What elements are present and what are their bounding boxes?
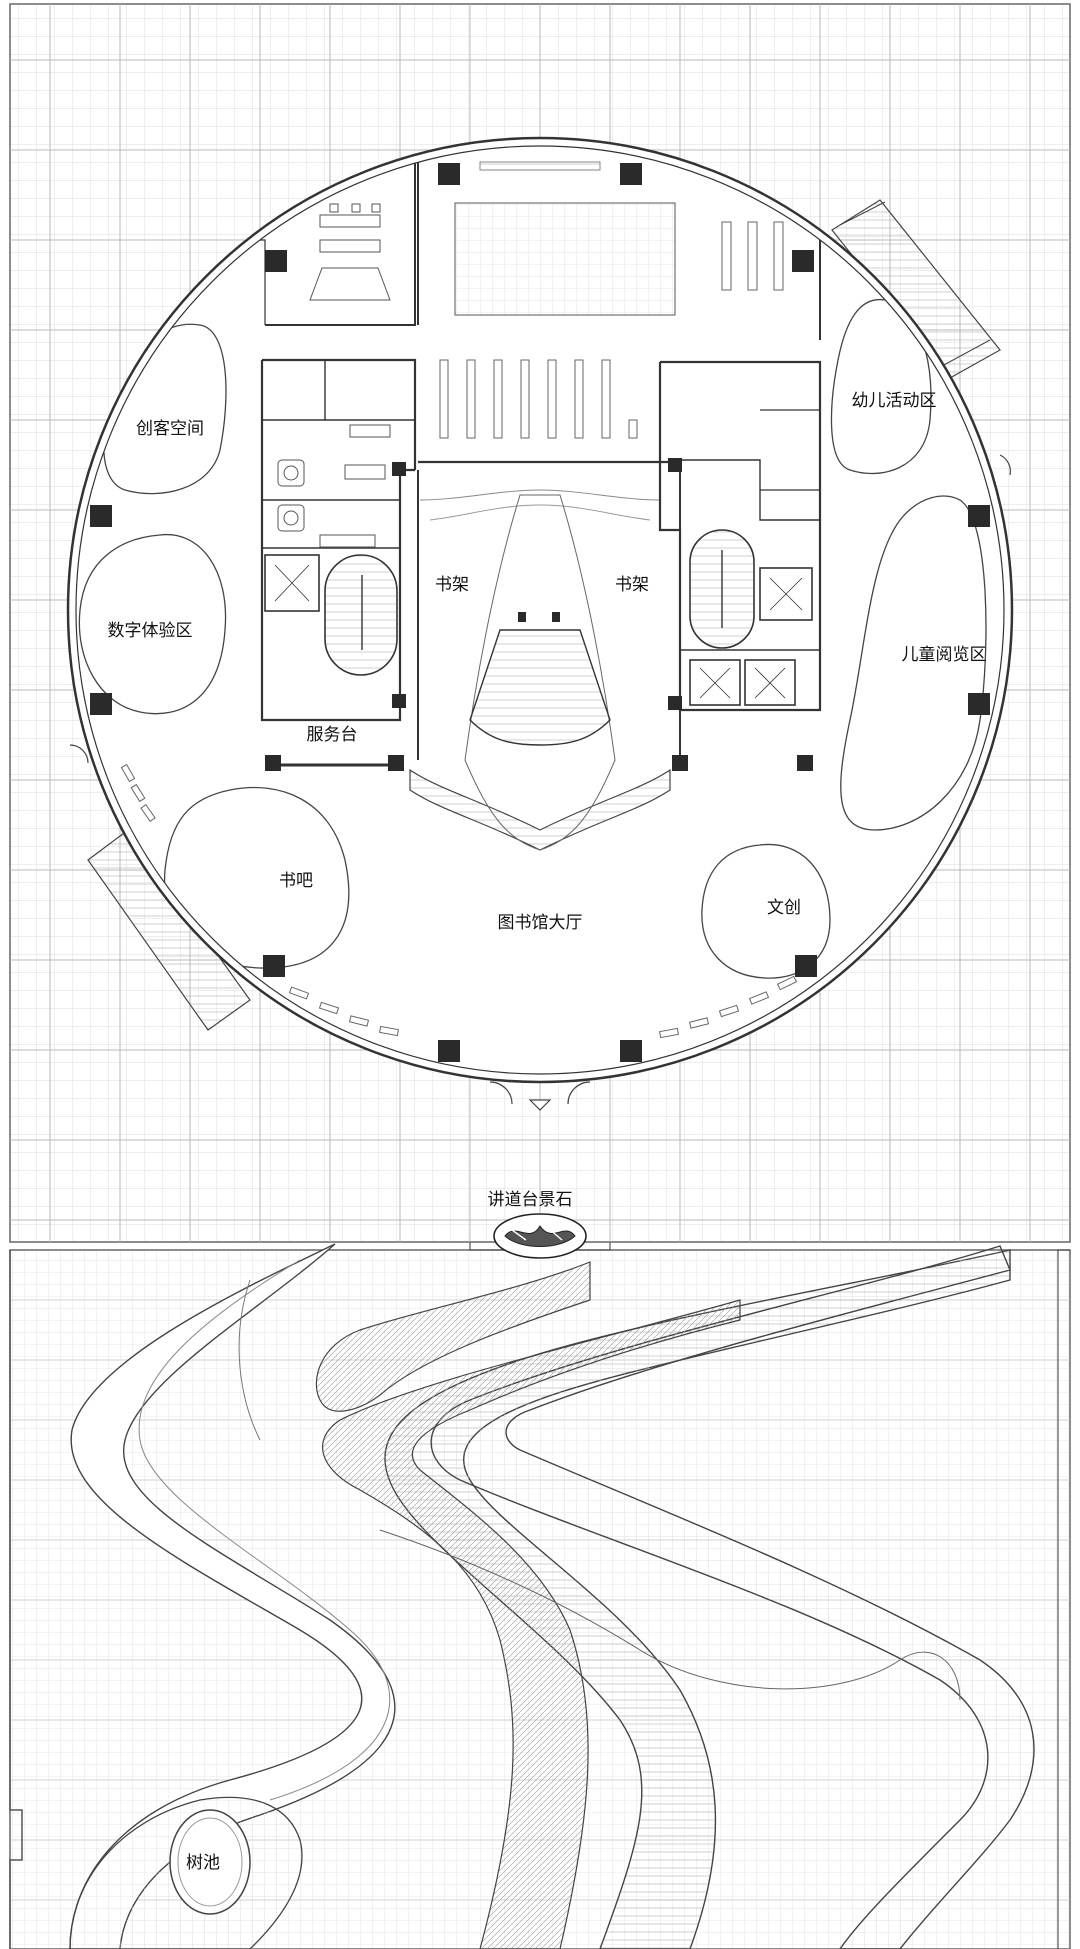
lower-garden	[9, 1243, 1071, 1949]
landscape-stone	[469, 1213, 611, 1259]
tree-pool	[169, 1809, 251, 1915]
label-maker-space: 创客空间	[136, 419, 204, 439]
stair-right	[689, 529, 755, 649]
exterior-stair-sw	[87, 829, 251, 1031]
label-lecture-stone: 讲道台景石	[488, 1190, 573, 1210]
central-atrium	[409, 460, 681, 851]
restroom-fixtures	[277, 424, 391, 548]
room-labels: 创客空间 数字体验区 服务台 书架 书架 幼儿活动区 儿童阅览区 书吧 图书馆大…	[108, 391, 987, 1873]
label-tree-pool: 树池	[186, 1853, 220, 1873]
label-library-hall: 图书馆大厅	[498, 913, 583, 933]
elevator-left	[264, 554, 320, 612]
label-shelf-left: 书架	[435, 575, 469, 595]
landscape-ribbon-inner	[322, 1299, 741, 1949]
label-book-bar: 书吧	[279, 871, 313, 891]
right-service-core	[658, 360, 822, 712]
label-cultural-creative: 文创	[767, 898, 801, 918]
structural-columns	[90, 163, 990, 1062]
label-service-desk: 服务台	[307, 725, 358, 745]
top-reading-area	[417, 146, 821, 439]
label-digital-zone: 数字体验区	[108, 621, 193, 641]
stair-left	[324, 554, 398, 676]
zone-outlines	[78, 298, 987, 979]
elevator-right	[689, 567, 813, 706]
meeting-table	[309, 203, 391, 301]
perimeter-benches	[120, 763, 798, 1039]
entrance-doors	[69, 454, 1011, 1111]
label-children-reading: 儿童阅览区	[902, 645, 987, 665]
label-shelf-right: 书架	[615, 575, 649, 595]
library-building	[66, 136, 1014, 1111]
label-toddler-zone: 幼儿活动区	[852, 391, 937, 411]
